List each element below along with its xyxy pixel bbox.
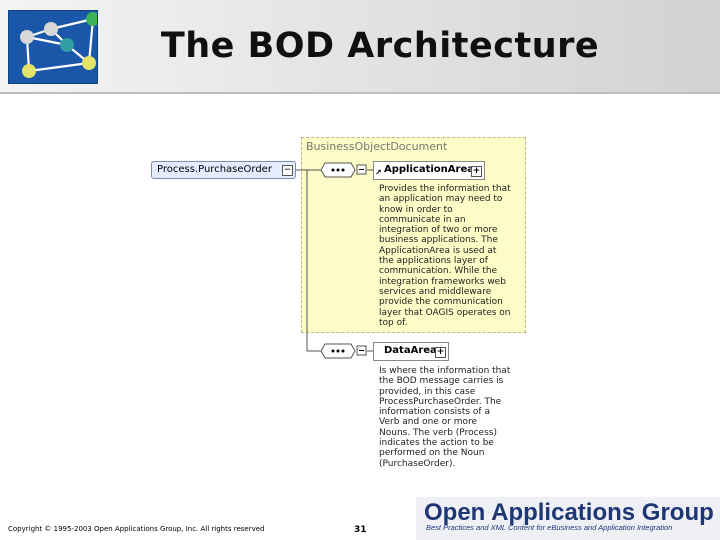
application-area-node[interactable]: ↗ ApplicationArea + [373, 161, 485, 180]
reference-arrow-icon: ↗ [375, 168, 382, 177]
data-area-description: Is where the information that the BOD me… [379, 366, 511, 469]
header-divider [0, 92, 720, 94]
root-element-label: Process.PurchaseOrder [157, 164, 272, 175]
sequence-compositor[interactable] [320, 162, 367, 178]
data-area-label: DataArea [384, 345, 437, 356]
copyright-notice: Copyright © 1995-2003 Open Applications … [8, 525, 265, 533]
application-area-description: Provides the information that an applica… [379, 184, 511, 328]
collapse-toggle-icon[interactable]: − [282, 165, 293, 176]
application-area-label: ApplicationArea [384, 164, 474, 175]
page-number: 31 [354, 525, 367, 535]
header-band [0, 0, 720, 92]
organization-name: Open Applications Group [424, 499, 714, 526]
footer-brand-band [416, 497, 720, 540]
expand-toggle-icon[interactable]: + [435, 347, 446, 358]
expand-toggle-icon[interactable]: + [471, 166, 482, 177]
organization-tagline: Best Practices and XML Content for eBusi… [426, 523, 673, 532]
sequence-compositor[interactable] [320, 343, 367, 359]
data-area-node[interactable]: DataArea + [373, 342, 449, 361]
container-label: BusinessObjectDocument [306, 140, 448, 153]
network-logo-icon [8, 10, 100, 84]
page-title: The BOD Architecture [160, 26, 600, 66]
root-element-node[interactable]: Process.PurchaseOrder − [151, 161, 296, 179]
